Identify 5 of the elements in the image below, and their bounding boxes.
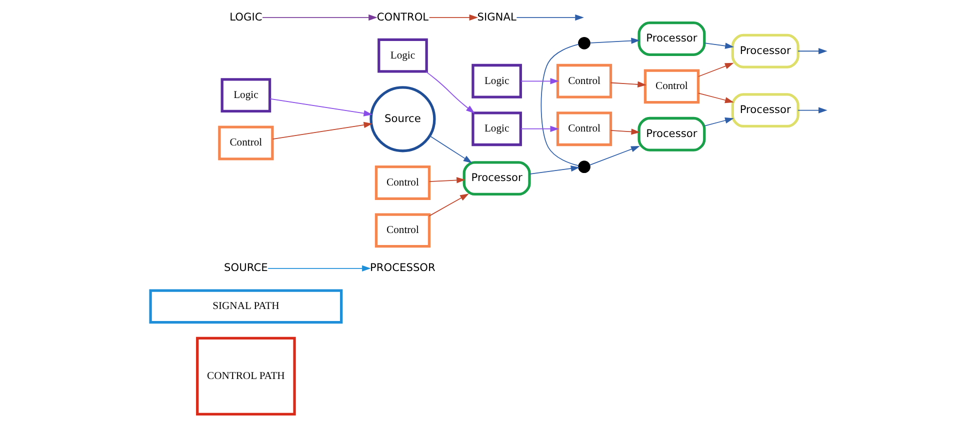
node-text: SOURCE: [224, 262, 268, 274]
node-text: LOGIC: [230, 11, 262, 24]
node-text: PROCESSOR: [370, 262, 436, 274]
node-text: CONTROL: [376, 11, 429, 24]
node-text: SIGNAL: [477, 11, 516, 24]
